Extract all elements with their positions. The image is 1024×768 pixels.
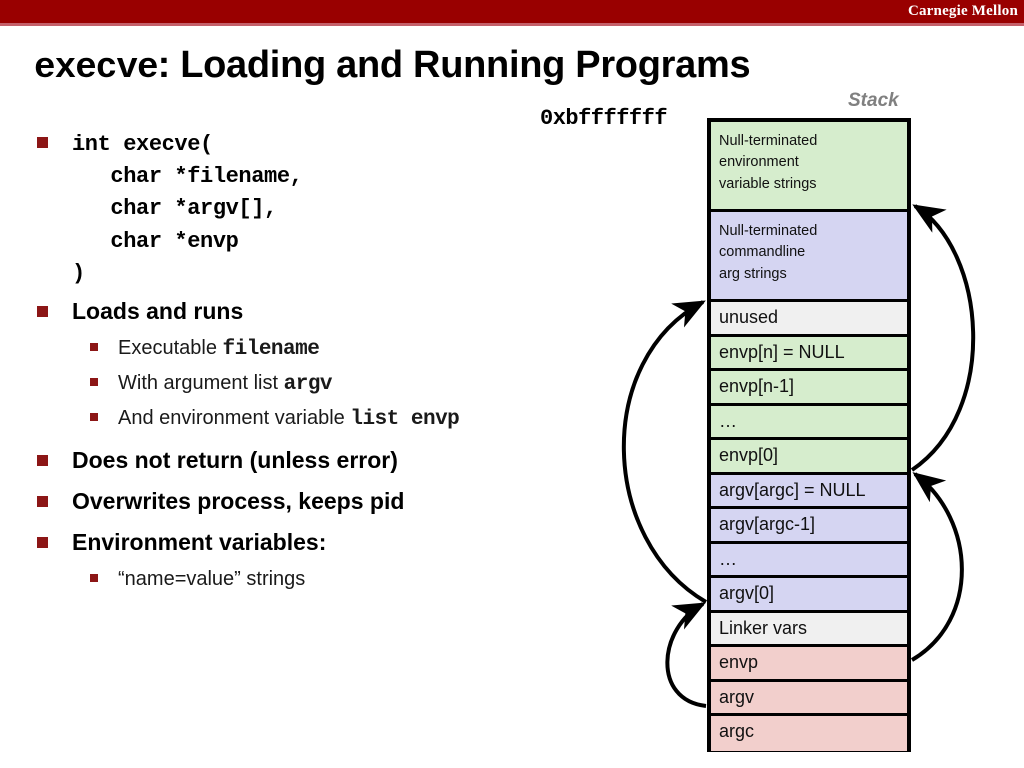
bullet-square-icon (37, 454, 48, 466)
page-title: execve: Loading and Running Programs (34, 44, 751, 88)
bullet-square-icon (90, 377, 98, 386)
stack-row: envp[n] = NULL (711, 336, 907, 371)
stack-row-label: envp (719, 652, 759, 672)
list-item: Does not return (unless error) (34, 446, 654, 475)
list-item: And environment variable list envp (34, 405, 654, 433)
top-address-label: 0xbfffffff (540, 106, 668, 131)
stack-row-label: Linker vars (719, 617, 808, 638)
stack-row-label: envp[n] = NULL (719, 341, 845, 362)
list-item-label: Loads and runs (72, 298, 244, 325)
bullet-square-icon (90, 413, 98, 422)
header-bar (0, 0, 1024, 23)
list-item-label: And environment variable (118, 407, 351, 430)
list-item: Loads and runs (34, 297, 654, 326)
stack-row: Linker vars (711, 612, 907, 647)
bullet-square-icon (90, 342, 98, 351)
list-item: With argument list argv (34, 370, 654, 398)
list-item: int execve( char *filename, char *argv[]… (34, 128, 654, 289)
arrow-argv-to-argv0 (665, 602, 707, 708)
list-item-code: list envp (350, 408, 460, 432)
stack-row: argv (711, 681, 907, 716)
stack-row-label: argv[0] (719, 583, 775, 603)
bullet-square-icon (37, 137, 48, 148)
list-item-label: Environment variables: (72, 529, 327, 556)
bullet-list: int execve( char *filename, char *argv[]… (34, 128, 654, 599)
execve-signature-code: int execve( char *filename, char *argv[]… (72, 132, 303, 286)
list-item-label: With argument list (118, 371, 284, 394)
stack-row: argc (711, 716, 907, 751)
stack-row: … (711, 543, 907, 578)
list-item: Environment variables: (34, 528, 654, 557)
page-title-code: execve (34, 47, 159, 88)
stack-row-label: envp[n-1] (719, 376, 795, 396)
bullet-square-icon (37, 537, 48, 549)
stack-row-label: argv (719, 686, 755, 707)
bullet-square-icon (37, 306, 48, 318)
stack-row-label: argv[argc] = NULL (719, 479, 866, 500)
page-title-rest: : Loading and Running Programs (157, 44, 751, 86)
brand-label: Carnegie Mellon (907, 3, 1018, 19)
stack-row-label: … (719, 410, 737, 431)
bullet-square-icon (37, 495, 48, 507)
stack-row: argv[0] (711, 578, 907, 613)
stack-row: unused (711, 302, 907, 337)
list-item: “name=value” strings (34, 566, 654, 592)
stack-diagram-label: Stack (848, 90, 899, 111)
list-item-code: filename (222, 337, 320, 361)
arrow-envp0-to-envstrings (910, 204, 976, 472)
list-item-label: Does not return (unless error) (72, 446, 398, 473)
list-item-label: Executable (118, 336, 223, 359)
list-item-label: “name=value” strings (118, 567, 306, 590)
header-underline (0, 23, 1024, 26)
stack-row-label: argv[argc-1] (719, 514, 816, 534)
stack-row: … (711, 405, 907, 440)
list-item: Overwrites process, keeps pid (34, 487, 654, 516)
list-item: Executable filename (34, 335, 654, 363)
stack-row: envp[n-1] (711, 371, 907, 406)
stack-row-label: … (719, 548, 737, 569)
stack-row: envp[0] (711, 440, 907, 475)
stack-row-label: unused (719, 307, 779, 327)
bullet-square-icon (90, 573, 98, 582)
stack-row: argv[argc] = NULL (711, 474, 907, 509)
stack-row: argv[argc-1] (711, 509, 907, 544)
list-item-label: Overwrites process, keeps pid (72, 487, 405, 514)
arrow-envp-to-envp0 (910, 472, 964, 662)
list-item-code: argv (283, 372, 333, 396)
stack-row-label: argc (719, 721, 755, 741)
stack-row: envp (711, 647, 907, 682)
stack-row-label: envp[0] (719, 445, 779, 465)
